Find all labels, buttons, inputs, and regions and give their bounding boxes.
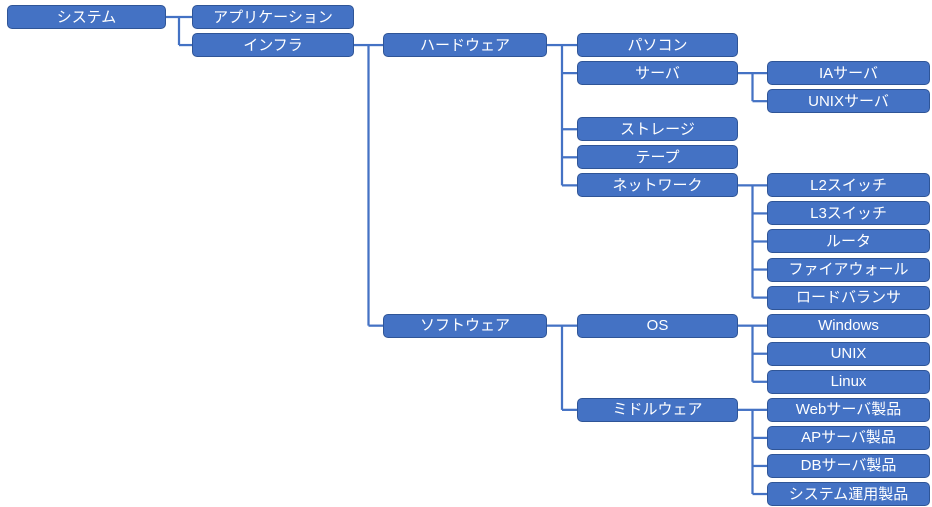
tree-node-label: Linux: [830, 373, 867, 391]
tree-node-windows: Windows: [767, 313, 930, 338]
tree-node-label: ネットワーク: [612, 176, 703, 194]
tree-node-pc: パソコン: [577, 33, 738, 58]
tree-node-storage: ストレージ: [577, 117, 738, 142]
tree-node-label: システム運用製品: [788, 485, 909, 503]
tree-node-label: L3スイッチ: [810, 204, 887, 222]
tree-node-label: ストレージ: [620, 120, 695, 138]
tree-node-label: インフラ: [243, 36, 303, 54]
tree-node-label: ミドルウェア: [612, 401, 703, 419]
tree-node-label: IAサーバ: [818, 64, 879, 82]
tree-node-web-server-product: Webサーバ製品: [767, 397, 930, 422]
tree-node-system: システム: [7, 5, 166, 29]
tree-node-tape: テープ: [577, 145, 738, 170]
tree-node-unix-server: UNIXサーバ: [767, 89, 930, 114]
tree-node-label: L2スイッチ: [810, 176, 887, 194]
tree-node-label: システム: [56, 8, 117, 26]
tree-node-middleware: ミドルウェア: [577, 397, 738, 422]
tree-node-server: サーバ: [577, 61, 738, 86]
tree-node-load-balancer: ロードバランサ: [767, 285, 930, 310]
tree-node-ap-server-product: APサーバ製品: [767, 425, 930, 450]
tree-node-label: テープ: [635, 148, 680, 166]
tree-node-router: ルータ: [767, 229, 930, 254]
tree-node-label: ソフトウェア: [419, 317, 510, 335]
tree-node-application: アプリケーション: [192, 5, 354, 29]
tree-node-infra: インフラ: [192, 33, 354, 58]
tree-node-label: ファイアウォール: [788, 261, 909, 279]
tree-node-db-server-product: DBサーバ製品: [767, 453, 930, 478]
tree-node-label: アプリケーション: [213, 8, 333, 26]
tree-node-label: ハードウェア: [419, 36, 510, 54]
tree-node-label: UNIXサーバ: [808, 92, 889, 110]
tree-node-system-operation-product: システム運用製品: [767, 482, 930, 507]
tree-node-ia-server: IAサーバ: [767, 61, 930, 86]
tree-node-os: OS: [577, 313, 738, 338]
tree-node-hardware: ハードウェア: [383, 33, 547, 58]
tree-node-l3-switch: L3スイッチ: [767, 201, 930, 226]
tree-node-linux: Linux: [767, 369, 930, 394]
tree-node-label: Webサーバ製品: [795, 401, 902, 419]
tree-node-label: UNIX: [830, 345, 867, 363]
tree-node-l2-switch: L2スイッチ: [767, 173, 930, 198]
tree-node-label: Windows: [818, 317, 879, 335]
tree-node-label: ロードバランサ: [795, 289, 901, 307]
tree-node-network: ネットワーク: [577, 173, 738, 198]
tree-node-software: ソフトウェア: [383, 313, 547, 338]
tree-node-label: OS: [646, 317, 669, 335]
tree-node-label: サーバ: [635, 64, 680, 82]
tree-node-label: パソコン: [627, 36, 688, 54]
tree-node-label: DBサーバ製品: [800, 457, 897, 475]
tree-node-label: ルータ: [825, 232, 871, 250]
tree-node-unix: UNIX: [767, 341, 930, 366]
tree-node-firewall: ファイアウォール: [767, 257, 930, 282]
tree-node-label: APサーバ製品: [801, 429, 896, 447]
